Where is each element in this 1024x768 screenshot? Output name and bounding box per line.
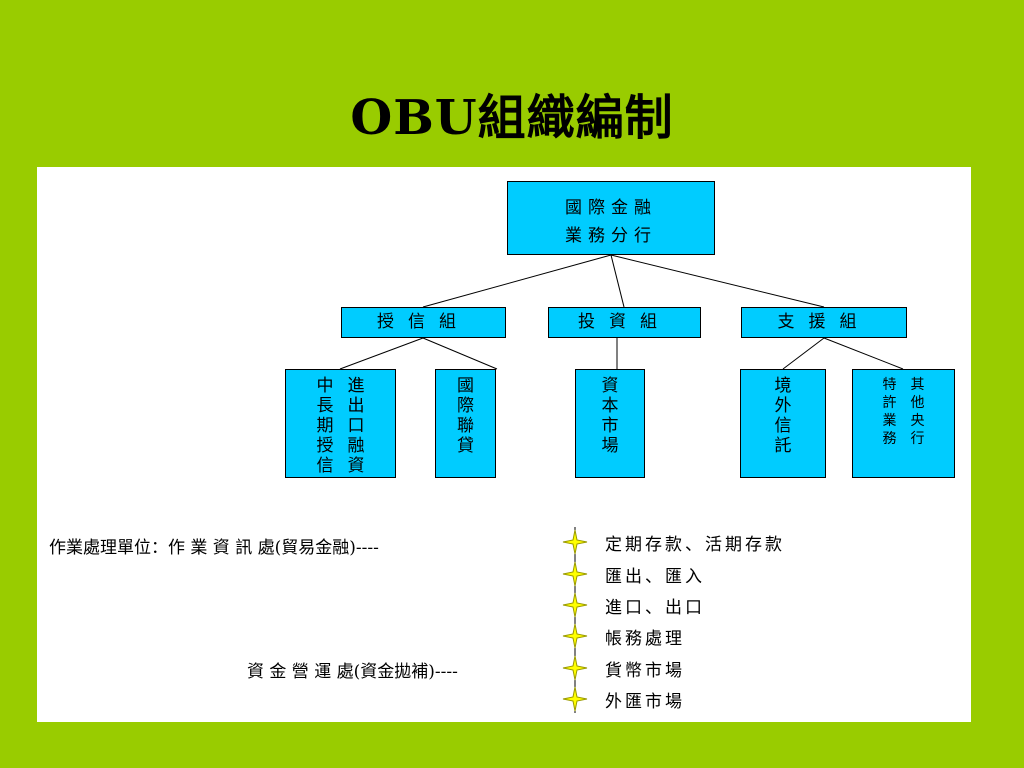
leaf-char: 資 bbox=[347, 456, 365, 476]
leaf-char: 貸 bbox=[457, 436, 474, 456]
leaf-col: 其他央行 bbox=[911, 376, 925, 477]
root-to-group3 bbox=[610, 254, 825, 308]
leaf-char: 口 bbox=[347, 416, 365, 436]
leaf-node-other: 特許業務 其他央行 bbox=[852, 369, 955, 478]
leaf-char: 特 bbox=[882, 377, 897, 393]
leaf-col: 境外信託 bbox=[775, 376, 792, 477]
leaf-char: 聯 bbox=[457, 416, 474, 436]
star-icon bbox=[562, 686, 588, 712]
unit-item: 外匯市場 bbox=[605, 692, 685, 712]
connector-lines bbox=[339, 254, 904, 713]
leaf-char: 許 bbox=[882, 395, 897, 411]
leaf-char: 出 bbox=[347, 396, 365, 416]
unit-item: 帳務處理 bbox=[605, 629, 685, 649]
leaf-node-offshore-trust: 境外信託 bbox=[740, 369, 826, 478]
leaf-char: 託 bbox=[774, 436, 792, 456]
leaf-char: 場 bbox=[601, 436, 619, 456]
leaf-node-credit-finance: 中長期授信 進出口融資 bbox=[285, 369, 396, 478]
star-icon bbox=[562, 623, 588, 649]
leaf-node-syndicated-loan: 國際聯貸 bbox=[435, 369, 496, 478]
leaf-char: 本 bbox=[601, 396, 619, 416]
group1-to-leaf1 bbox=[339, 337, 424, 370]
leaf-char: 中 bbox=[316, 376, 334, 396]
group-node-support: 支援組 bbox=[741, 307, 907, 338]
unit-item: 匯出、匯入 bbox=[605, 567, 705, 587]
root-node-box: 國際金融 業務分行 bbox=[507, 181, 715, 255]
star-icon bbox=[562, 529, 588, 555]
leaf-char: 外 bbox=[774, 396, 792, 416]
leaf-char: 期 bbox=[316, 416, 334, 436]
leaf-char: 央 bbox=[910, 413, 925, 429]
leaf-char: 信 bbox=[316, 456, 334, 476]
root-to-group1 bbox=[422, 254, 612, 308]
leaf-char: 資 bbox=[601, 376, 619, 396]
leaf-char: 際 bbox=[457, 396, 474, 416]
leaf-node-capital-market: 資本市場 bbox=[575, 369, 645, 478]
leaf-col: 特許業務 bbox=[883, 376, 897, 477]
unit-label-funding: 資 金 營 運 處(資金拋補)---- bbox=[247, 662, 458, 682]
group-node-credit: 授信組 bbox=[341, 307, 506, 338]
leaf-col: 進出口融資 bbox=[348, 376, 365, 477]
org-chart-panel: 國際金融 業務分行 授信組 投資組 支援組 中長期授信 進出口融資 國際聯貸 資… bbox=[37, 167, 971, 722]
leaf-char: 信 bbox=[774, 416, 792, 436]
root-line-2: 業務分行 bbox=[565, 226, 657, 246]
leaf-char: 他 bbox=[910, 395, 925, 411]
group3-to-leaf5 bbox=[823, 337, 904, 370]
page-title: OBU組織編制 bbox=[350, 90, 674, 146]
group1-to-leaf2 bbox=[422, 337, 498, 370]
leaf-char: 授 bbox=[316, 436, 334, 456]
leaf-char: 業 bbox=[882, 413, 897, 429]
leaf-char: 其 bbox=[910, 377, 925, 393]
leaf-char: 市 bbox=[601, 416, 619, 436]
leaf-col: 中長期授信 bbox=[317, 376, 334, 477]
leaf-col: 資本市場 bbox=[602, 376, 619, 477]
leaf-char: 進 bbox=[347, 376, 365, 396]
star-icon bbox=[562, 592, 588, 618]
leaf-char: 行 bbox=[910, 431, 925, 447]
leaf-char: 務 bbox=[882, 431, 897, 447]
group3-to-leaf4 bbox=[782, 337, 825, 370]
leaf-char: 境 bbox=[774, 376, 792, 396]
star-icon bbox=[562, 655, 588, 681]
unit-item: 定期存款、活期存款 bbox=[605, 535, 785, 555]
leaf-char: 融 bbox=[347, 436, 365, 456]
unit-label-operations: 作業處理單位：作 業 資 訊 處(貿易金融)---- bbox=[49, 538, 379, 558]
star-icon bbox=[562, 561, 588, 587]
group-node-investment: 投資組 bbox=[548, 307, 701, 338]
leaf-col: 國際聯貸 bbox=[457, 376, 474, 477]
root-to-group2 bbox=[610, 254, 625, 308]
leaf-char: 長 bbox=[316, 396, 334, 416]
unit-item: 貨幣市場 bbox=[605, 661, 685, 681]
leaf-char: 國 bbox=[457, 376, 474, 396]
unit-item: 進口、出口 bbox=[605, 598, 705, 618]
root-line-1: 國際金融 bbox=[565, 198, 657, 218]
